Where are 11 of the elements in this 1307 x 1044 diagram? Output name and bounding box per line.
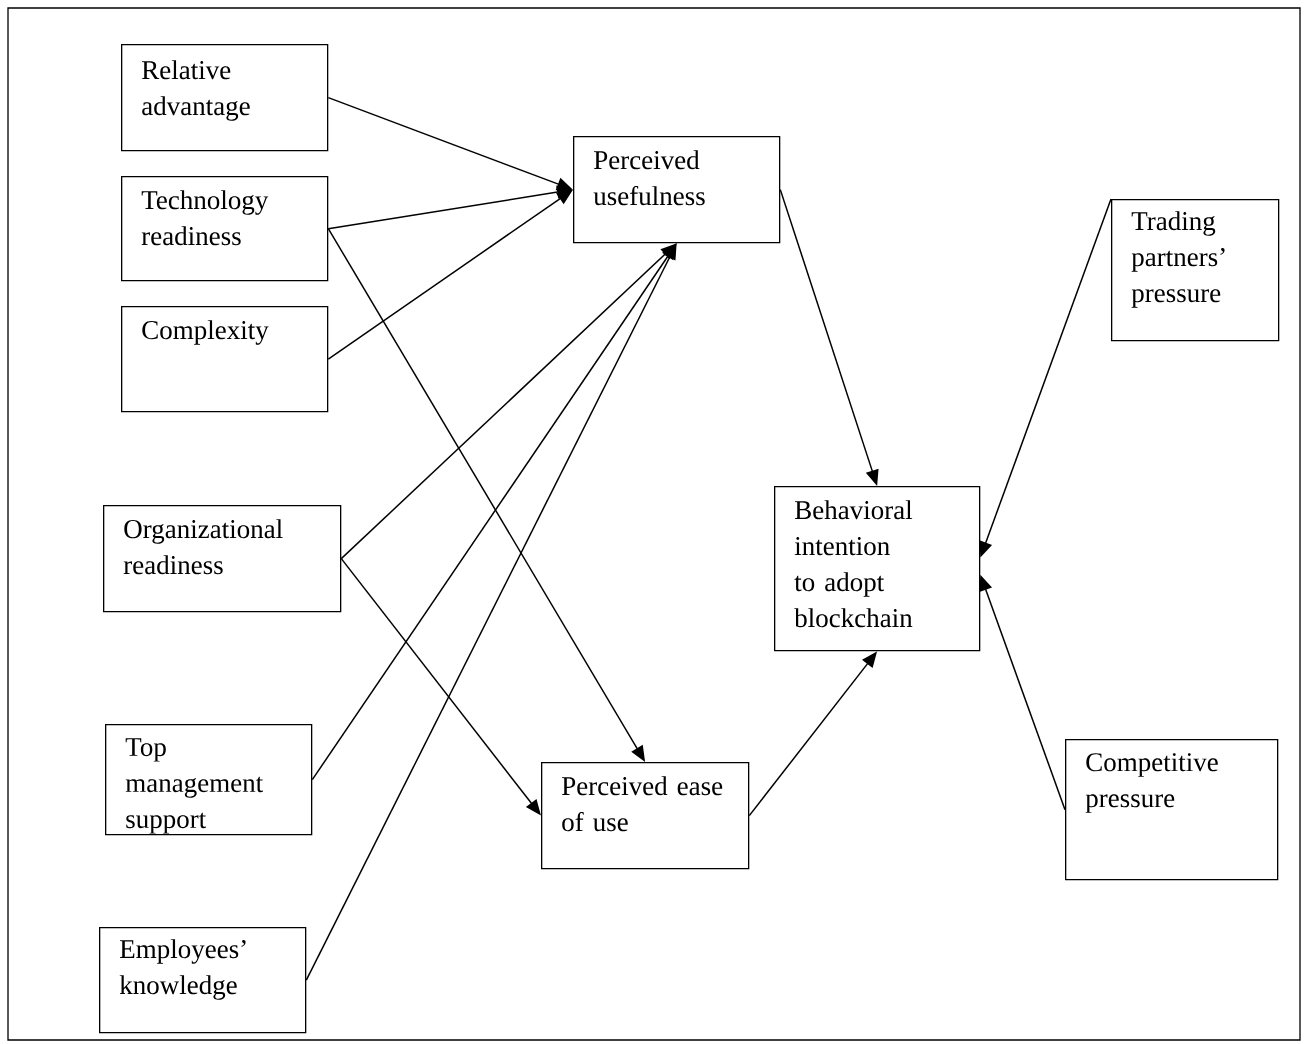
concept-box: Top management support [105, 724, 313, 836]
concept-box: Competitive pressure [1065, 739, 1279, 881]
concept-box: Perceived ease of use [541, 762, 750, 870]
concept-box: Employees’ knowledge [99, 927, 307, 1034]
concept-box: Perceived usefulness [573, 136, 781, 244]
concept-box: Complexity [121, 306, 329, 413]
concept-box: Relative advantage [121, 44, 329, 152]
concept-box: Technology readiness [121, 176, 329, 282]
concept-box: Behavioral intention to adopt blockchain [774, 486, 981, 652]
concept-box: Organizational readiness [103, 505, 342, 613]
concept-box: Trading partners’ pressure [1111, 199, 1280, 342]
